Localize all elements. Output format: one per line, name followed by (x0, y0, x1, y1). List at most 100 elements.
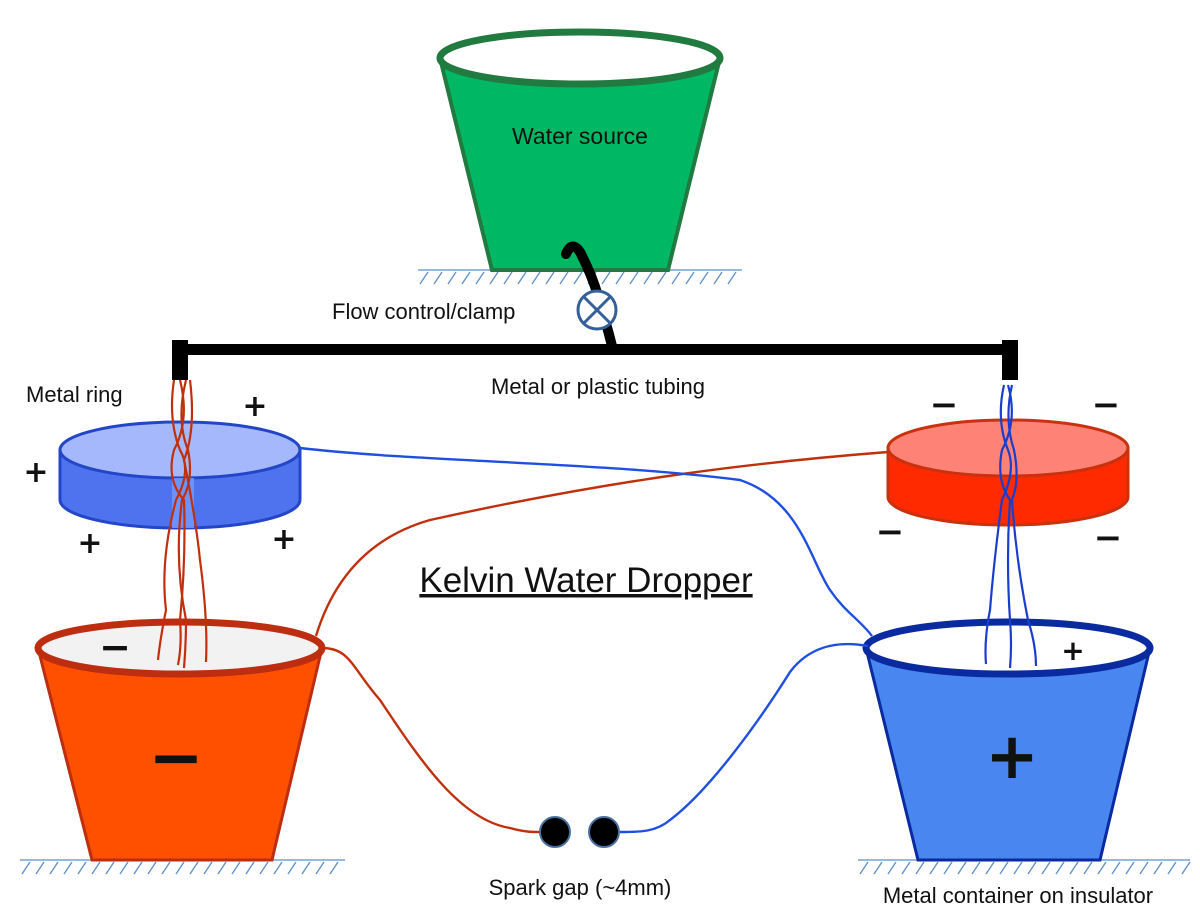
ground-hatch-mark (475, 271, 485, 285)
ground-hatch-mark (189, 861, 199, 875)
ground-hatch-mark (559, 271, 569, 285)
ground-hatch-mark (873, 861, 883, 875)
ground-water-source (418, 269, 742, 285)
left-ring-charge-positive: + (23, 455, 48, 490)
right-ring-charge-negative: − (1092, 385, 1121, 425)
ground-hatch-mark (161, 861, 171, 875)
ground-hatch-mark (447, 271, 457, 285)
ground-hatch-mark (1083, 861, 1093, 875)
tubing (172, 340, 1018, 380)
ground-right-bucket (858, 859, 1191, 875)
blue-wire-to-spark-gap (619, 642, 869, 834)
ground-hatch-mark (573, 271, 583, 285)
ground-hatch-mark (985, 861, 995, 875)
ground-hatch-mark (517, 271, 527, 285)
ground-hatch-mark (503, 271, 513, 285)
ground-hatch-mark (929, 861, 939, 875)
ground-hatch-mark (315, 861, 325, 875)
ground-hatch-mark (433, 271, 443, 285)
ground-hatch-mark (1153, 861, 1163, 875)
right-ring-charge-negative: − (930, 385, 959, 425)
ground-hatch-mark (175, 861, 185, 875)
right-bucket-surface-positive: + (1061, 634, 1084, 667)
ground-hatch-mark (21, 861, 31, 875)
spark-gap-label: Spark gap (~4mm) (489, 875, 672, 900)
red-wire-ring-to-bucket (314, 450, 889, 637)
ground-hatch-mark (203, 861, 213, 875)
ground-hatch-mark (301, 861, 311, 875)
ground-hatch-mark (419, 271, 429, 285)
ground-hatch-mark (231, 861, 241, 875)
ground-hatch-mark (531, 271, 541, 285)
right-ring-charge-negative: − (876, 512, 905, 552)
right-bucket-charge-positive: + (985, 720, 1039, 794)
left-ring-charge-positive: + (242, 389, 267, 424)
ground-hatch-mark (1041, 861, 1051, 875)
ground-hatch-mark (1069, 861, 1079, 875)
ground-hatch-mark (915, 861, 925, 875)
ground-hatch-mark (1027, 861, 1037, 875)
ground-hatch-mark (287, 861, 297, 875)
ground-hatch-mark (887, 861, 897, 875)
ground-hatch-mark (77, 861, 87, 875)
ground-hatch-mark (489, 271, 499, 285)
right-water-streams (984, 384, 1038, 669)
ground-hatch-mark (273, 861, 283, 875)
ground-hatch-mark (259, 861, 269, 875)
left-bucket-charge-negative: − (148, 719, 203, 796)
ground-hatch-mark (727, 271, 737, 285)
ground-hatch-mark (147, 861, 157, 875)
ground-hatch-mark (63, 861, 73, 875)
ground-hatch-mark (217, 861, 227, 875)
ground-hatch-mark (629, 271, 639, 285)
red-wire-to-spark-gap (321, 646, 541, 834)
ground-hatch-mark (1139, 861, 1149, 875)
ground-hatch-mark (901, 861, 911, 875)
ground-hatch-mark (35, 861, 45, 875)
ground-hatch-mark (859, 861, 869, 875)
ground-hatch-mark (999, 861, 1009, 875)
ground-hatch-mark (1181, 861, 1191, 875)
metal-ring-label: Metal ring (26, 382, 123, 407)
ground-hatch-mark (133, 861, 143, 875)
ground-hatch-mark (713, 271, 723, 285)
tubing-label: Metal or plastic tubing (491, 374, 705, 399)
ground-hatch-mark (671, 271, 681, 285)
ground-hatch-mark (643, 271, 653, 285)
ground-hatch-mark (49, 861, 59, 875)
blue-wire-ring-to-bucket (299, 446, 873, 637)
left-ring-charge-positive: + (77, 526, 102, 561)
ground-hatch-mark (685, 271, 695, 285)
ground-hatch-mark (91, 861, 101, 875)
ground-hatch-mark (943, 861, 953, 875)
water-source-bucket: Water source (436, 28, 724, 272)
ground-hatch-mark (545, 271, 555, 285)
ground-hatch-mark (1167, 861, 1177, 875)
ground-hatch-mark (105, 861, 115, 875)
left-water-streams (156, 379, 208, 669)
ground-hatch-mark (1013, 861, 1023, 875)
metal-container-label: Metal container on insulator (883, 883, 1153, 908)
diagram-title: Kelvin Water Dropper (419, 561, 753, 600)
left-ring-charge-positive: + (271, 522, 296, 557)
ground-hatch-mark (957, 861, 967, 875)
flow-control-label: Flow control/clamp (332, 299, 515, 324)
ground-hatch-mark (971, 861, 981, 875)
left-bucket-surface-negative: − (99, 625, 131, 669)
flow-control-valve (576, 289, 618, 331)
ground-hatch-mark (657, 271, 667, 285)
ground-hatch-mark (699, 271, 709, 285)
water-source-label: Water source (512, 123, 648, 149)
ground-hatch-mark (1097, 861, 1107, 875)
ground-hatch-mark (245, 861, 255, 875)
ground-hatch-mark (601, 271, 611, 285)
ground-hatch-mark (329, 861, 339, 875)
ground-hatch-mark (1125, 861, 1135, 875)
right-bucket (862, 618, 1154, 862)
ground-hatch-mark (1055, 861, 1065, 875)
ground-hatch-mark (615, 271, 625, 285)
spark-gap (539, 816, 620, 848)
ground-hatch-mark (119, 861, 129, 875)
